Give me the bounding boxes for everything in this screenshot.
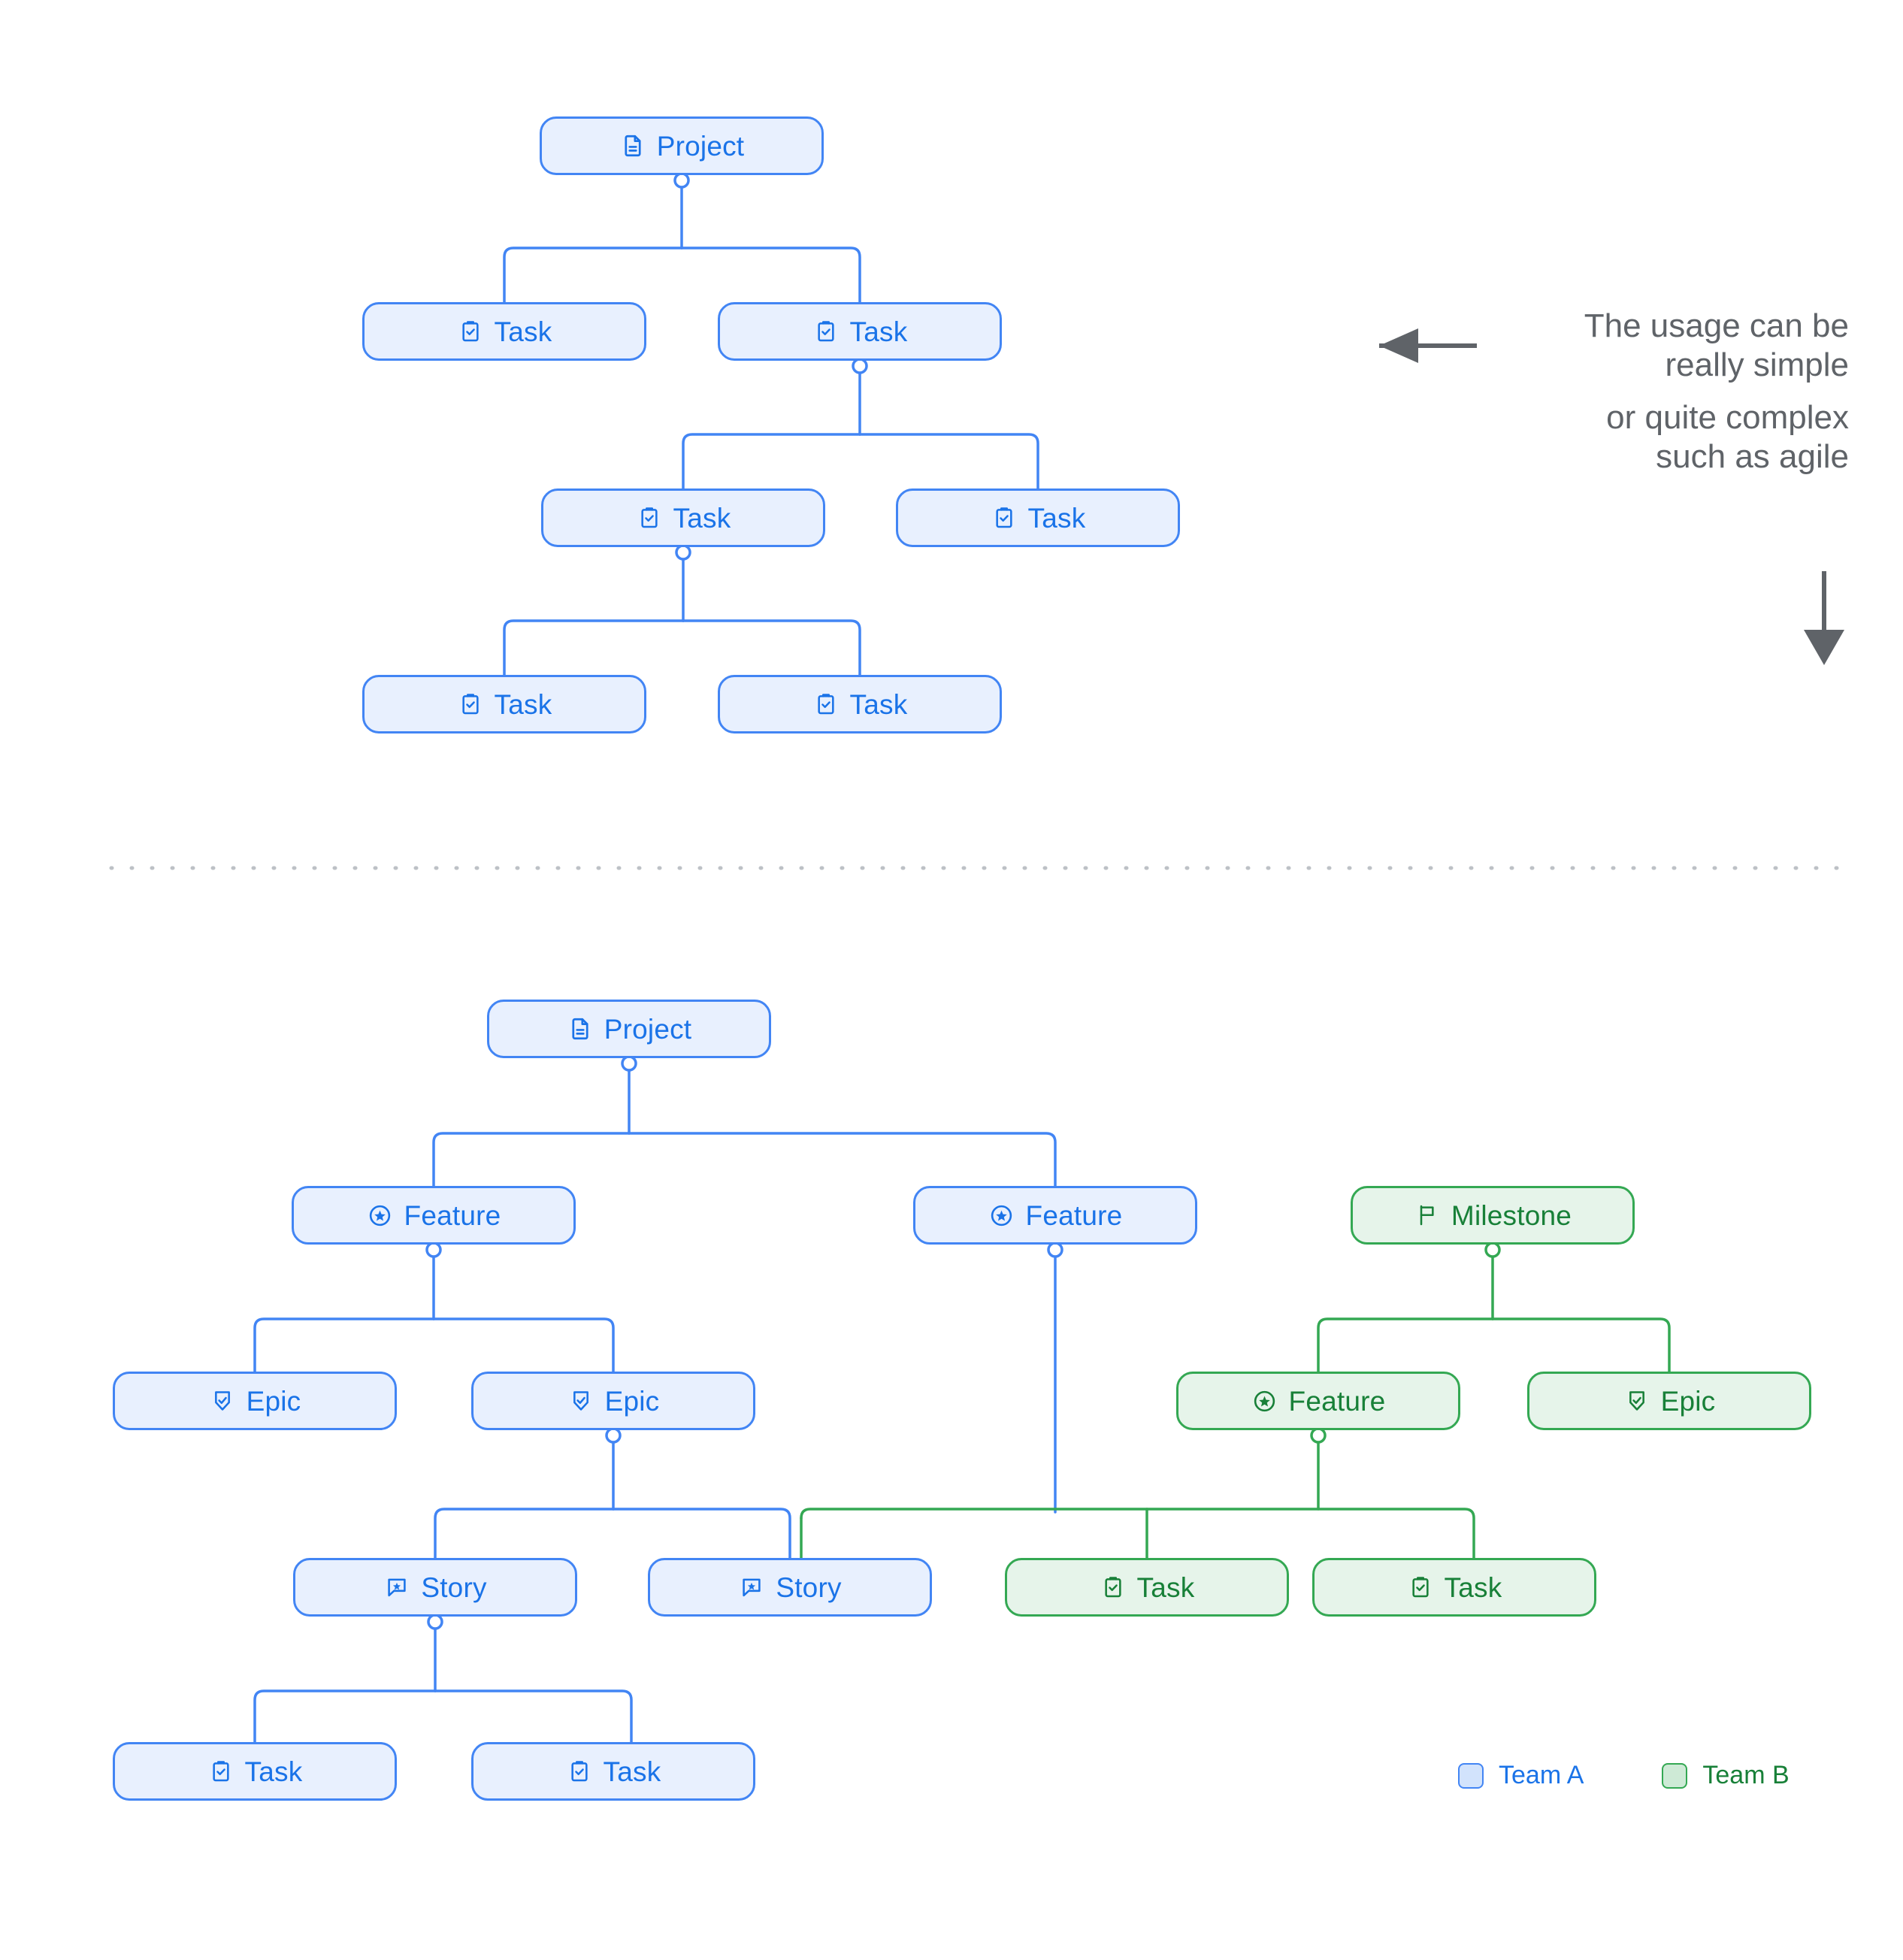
node-task[interactable]: Task [471,1742,755,1801]
node-label: Task [849,316,908,347]
node-task[interactable]: Task [362,675,646,733]
node-milestone[interactable]: Milestone [1351,1186,1635,1245]
node-label: Task [603,1756,661,1787]
legend-item-team-b[interactable]: Team B [1662,1761,1790,1790]
legend-label-team-a: Team A [1499,1761,1584,1789]
node-story[interactable]: Story [648,1558,932,1617]
node-task[interactable]: Task [541,488,825,547]
node-feature[interactable]: Feature [913,1186,1197,1245]
legend: Team A Team B [1458,1761,1790,1790]
node-epic[interactable]: Epic [113,1372,397,1430]
annotation-line-1: The usage can be [1584,307,1849,344]
node-label: Story [421,1571,487,1603]
node-project[interactable]: Project [487,1000,771,1058]
node-task[interactable]: Task [362,302,646,361]
node-task[interactable]: Task [1005,1558,1289,1617]
task-icon [1407,1574,1434,1601]
task-icon [812,318,840,345]
node-epic[interactable]: Epic [1527,1372,1811,1430]
node-label: Task [1027,502,1086,534]
task-icon [812,691,840,718]
legend-label-team-b: Team B [1702,1761,1790,1789]
epic-icon [567,1387,594,1414]
node-feature[interactable]: Feature [292,1186,576,1245]
edge-source-dots-bottom-team-a [425,1055,1063,1630]
annotation-text-block: The usage can be really simple or quite … [1398,307,1849,476]
task-icon [1100,1574,1127,1601]
annotation-line-2: really simple [1665,346,1849,383]
edge-group-bottom-team-a [253,1062,1057,1744]
legend-item-team-a[interactable]: Team A [1458,1761,1584,1790]
task-icon [457,691,484,718]
story-icon [383,1574,410,1601]
node-label: Task [1444,1571,1502,1603]
node-label: Task [849,688,908,720]
node-label: Feature [1288,1385,1386,1417]
node-task[interactable]: Task [113,1742,397,1801]
feature-icon [367,1202,394,1229]
node-label: Task [1136,1571,1195,1603]
node-label: Feature [1025,1199,1123,1231]
node-label: Task [494,316,552,347]
task-icon [457,318,484,345]
node-label: Epic [246,1385,301,1417]
epic-icon [1623,1387,1650,1414]
node-feature[interactable]: Feature [1176,1372,1460,1430]
node-task[interactable]: Task [718,302,1002,361]
arrow-down-icon [1804,571,1844,665]
task-icon [207,1758,234,1785]
task-icon [566,1758,593,1785]
node-task[interactable]: Task [718,675,1002,733]
annotation-line-4: such as agile [1656,437,1849,475]
node-label: Project [604,1013,692,1045]
task-icon [636,504,663,531]
node-epic[interactable]: Epic [471,1372,755,1430]
node-label: Feature [404,1199,501,1231]
node-label: Story [776,1571,842,1603]
node-label: Epic [604,1385,660,1417]
story-icon [738,1574,765,1601]
feature-icon [988,1202,1015,1229]
edge-group-top [503,179,1039,676]
node-label: Epic [1660,1385,1716,1417]
node-project[interactable]: Project [540,116,824,175]
epic-icon [209,1387,236,1414]
node-story[interactable]: Story [293,1558,577,1617]
node-label: Milestone [1451,1199,1572,1231]
annotation-line-3: or quite complex [1606,398,1849,436]
node-label: Project [656,130,745,162]
annotation-spacer [1398,385,1849,398]
feature-icon [1251,1387,1278,1414]
legend-swatch-team-b [1662,1762,1688,1789]
document-icon [619,132,646,159]
edge-group-bottom-team-b [800,1248,1671,1559]
legend-swatch-team-a [1458,1762,1484,1789]
arrow-left-icon [1379,328,1477,363]
edge-source-dots-top [673,172,868,561]
node-label: Task [494,688,552,720]
task-icon [991,504,1018,531]
milestone-icon [1414,1202,1441,1229]
node-label: Task [673,502,731,534]
node-label: Task [244,1756,303,1787]
document-icon [567,1015,594,1042]
node-task[interactable]: Task [1312,1558,1596,1617]
node-task[interactable]: Task [896,488,1180,547]
